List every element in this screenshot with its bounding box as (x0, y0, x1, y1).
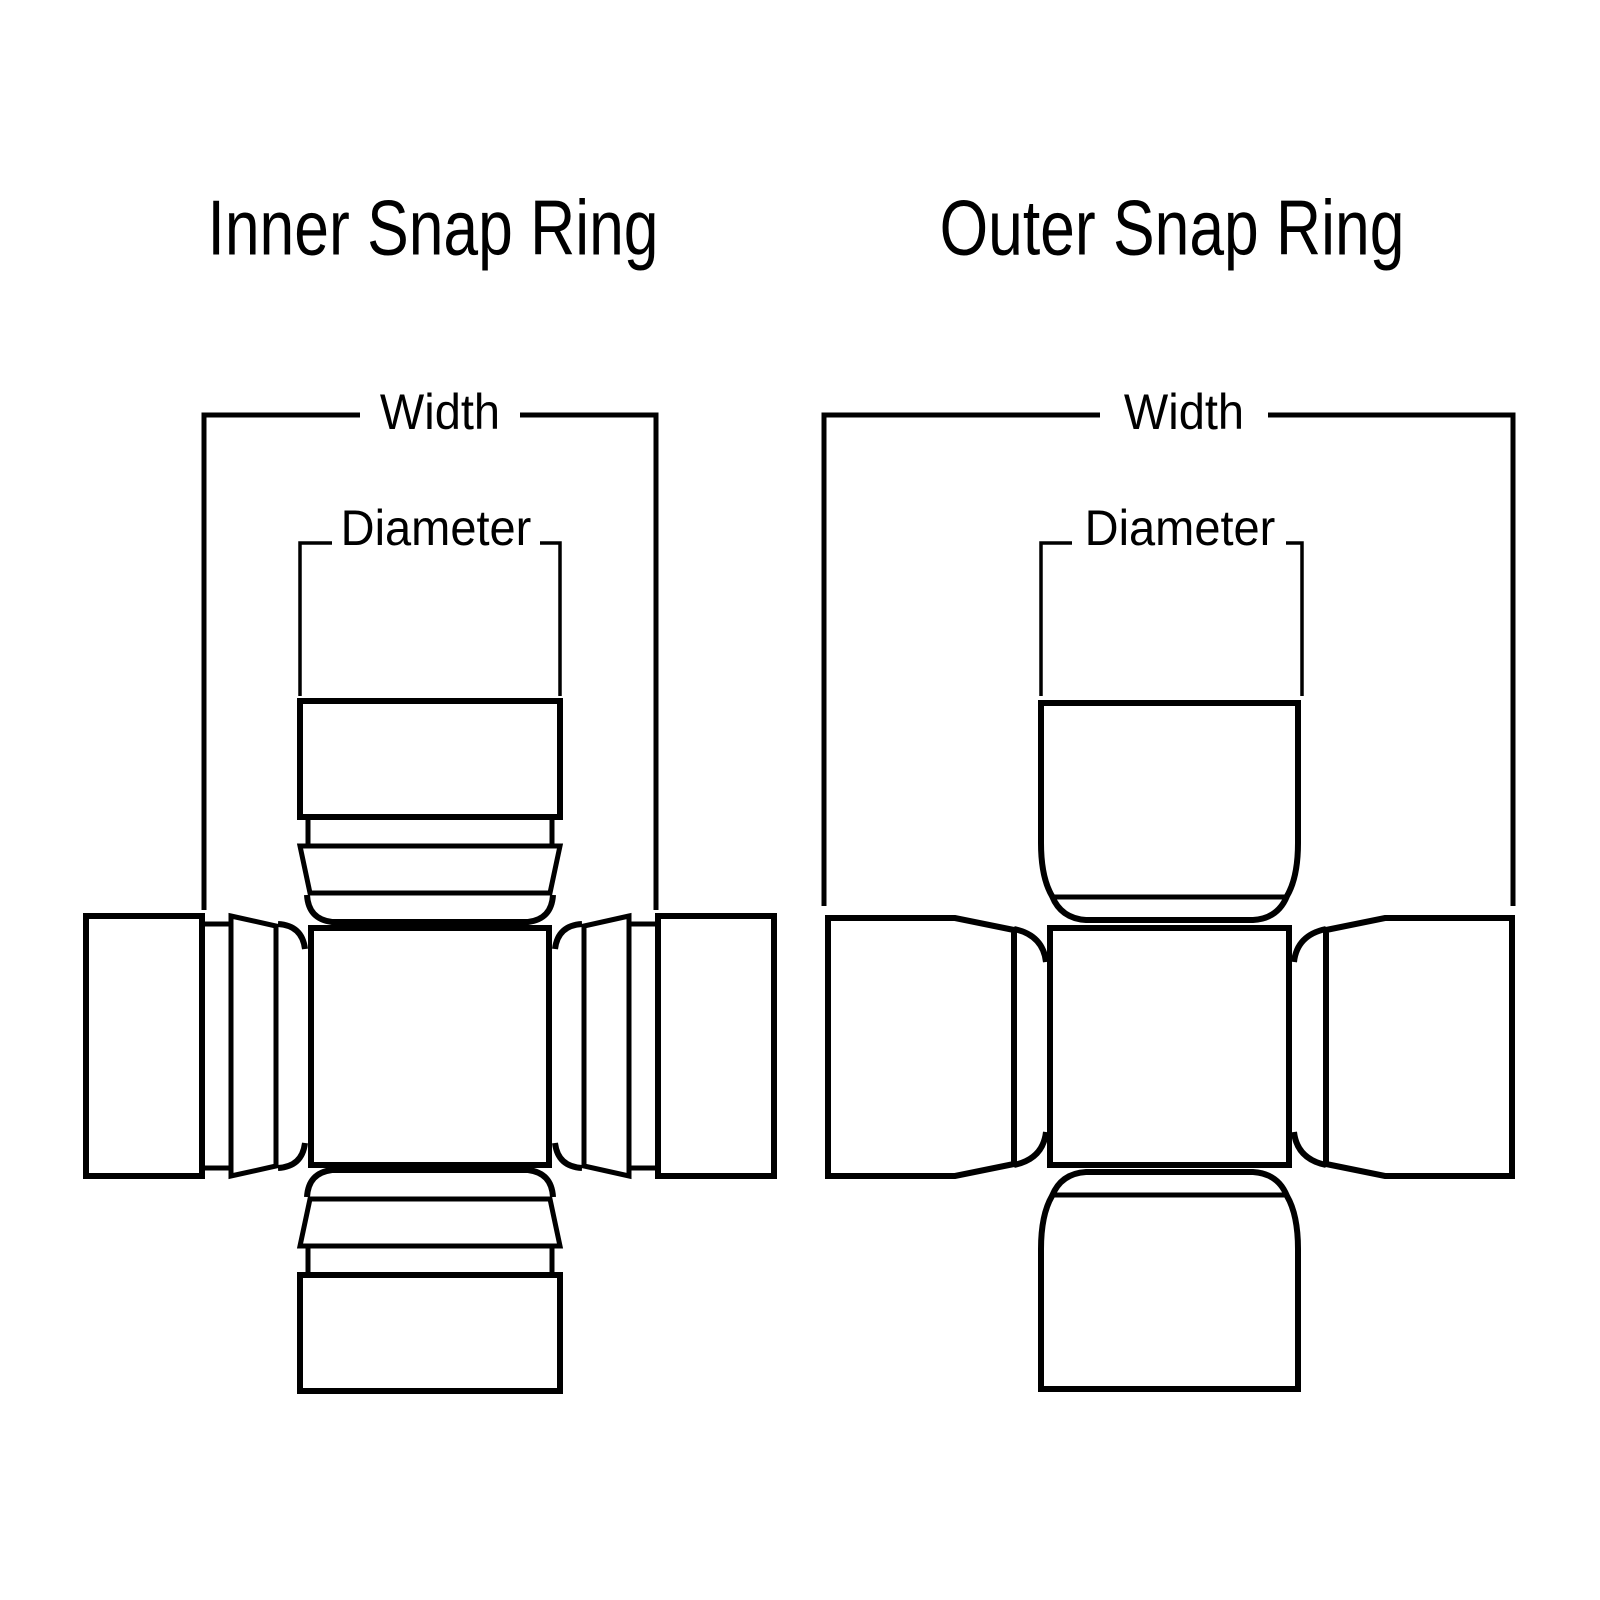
outer-width-label: Width (1123, 384, 1245, 440)
inner-top-seal-curve (304, 894, 556, 925)
outer-snap-ring-diagram (821, 412, 1516, 1392)
inner-bottom-seal-curve (304, 1167, 556, 1198)
inner-diameter-label: Diameter (340, 500, 532, 556)
inner-right-bearing-cap (655, 913, 777, 1179)
inner-width-bracket (201, 412, 659, 910)
inner-right-snap-ring-groove (631, 921, 655, 1171)
inner-left-bearing-cap (83, 913, 205, 1179)
outer-diagram-title: Outer Snap Ring (939, 183, 1405, 272)
outer-right-bearing-cap (1323, 915, 1515, 1179)
inner-right-seal (581, 912, 632, 1180)
inner-left-snap-ring-groove (205, 921, 229, 1171)
inner-bottom-seal (296, 1196, 564, 1249)
inner-diameter-bracket (298, 541, 562, 696)
outer-left-bearing-cap (825, 915, 1017, 1179)
outer-diameter-label: Diameter (1084, 500, 1276, 556)
outer-right-transition-curve (1291, 926, 1327, 1168)
inner-top-snap-ring-groove (305, 820, 555, 845)
inner-left-seal-curve (277, 921, 308, 1171)
inner-width-label: Width (379, 384, 501, 440)
inner-snap-ring-diagram (83, 412, 777, 1394)
outer-diameter-bracket (1039, 541, 1304, 696)
inner-left-seal (228, 912, 279, 1180)
inner-right-seal-curve (552, 921, 583, 1171)
inner-diagram-title: Inner Snap Ring (207, 183, 659, 272)
inner-top-seal (296, 843, 564, 896)
inner-bottom-bearing-cap (297, 1272, 563, 1394)
outer-top-bearing-cap (1038, 700, 1301, 923)
inner-top-bearing-cap (297, 698, 563, 820)
inner-bottom-snap-ring-groove (305, 1247, 555, 1272)
outer-cross-body (1047, 925, 1292, 1168)
outer-bottom-bearing-cap (1038, 1169, 1301, 1392)
outer-left-transition-curve (1013, 926, 1049, 1168)
inner-cross-body (308, 925, 552, 1168)
outer-width-bracket (821, 412, 1516, 906)
